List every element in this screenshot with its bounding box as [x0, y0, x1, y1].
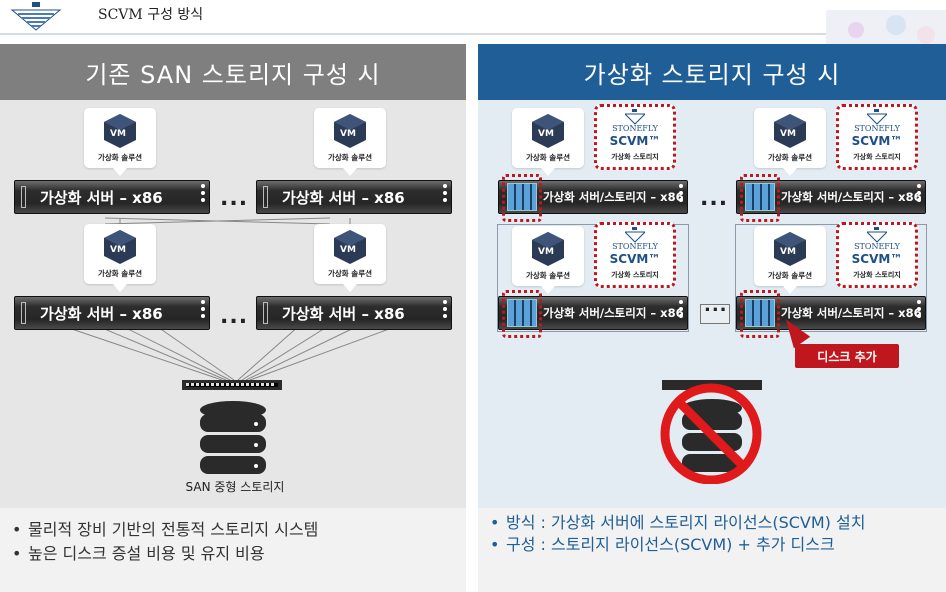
- disk-drive-icon: [507, 183, 537, 211]
- svg-text:VM: VM: [538, 247, 554, 257]
- vm-caption: 가상화 솔루션: [767, 271, 812, 280]
- stonefly-logo-icon: [625, 109, 645, 125]
- logo-icon: [10, 2, 62, 31]
- left-bullet-list: 물리적 장비 기반의 전통적 스토리지 시스템 높은 디스크 증설 비용 및 유…: [10, 518, 460, 566]
- disk-drive-icon: [745, 299, 775, 327]
- right-bullet-list: 방식 : 가상화 서버에 스토리지 라이선스(SCVM) 설치 구성 : 스토리…: [488, 512, 938, 556]
- ellipsis: ...: [220, 186, 249, 211]
- stonefly-logo-icon: [625, 227, 645, 243]
- vm-solution-icon: VM 가상화 솔루션: [512, 108, 584, 176]
- virtual-server-bar: 가상화 서버 – x86: [256, 296, 452, 330]
- scvm-name: SCVM™: [851, 134, 903, 148]
- scvm-name: SCVM™: [609, 252, 661, 266]
- virtual-server-bar: 가상화 서버 – x86: [256, 180, 452, 214]
- vm-solution-icon: VM 가상화 솔루션: [314, 224, 386, 292]
- scvm-name: SCVM™: [609, 134, 661, 148]
- bullet-item: 물리적 장비 기반의 전통적 스토리지 시스템: [10, 518, 460, 542]
- stonefly-logo-icon: [867, 109, 887, 125]
- svg-text:VM: VM: [340, 245, 356, 255]
- virtual-server-storage-bar: 가상화 서버/스토리지 – x86: [498, 180, 688, 214]
- san-storage-label: SAN 중형 스토리지: [185, 480, 285, 494]
- ellipsis: ...: [700, 186, 729, 211]
- server-label: 가상화 서버 – x86: [40, 188, 163, 207]
- scvm-brand: STONEFLY: [854, 242, 900, 251]
- right-panel-heading: 가상화 스토리지 구성 시: [478, 44, 946, 100]
- page-title: SCVM 구성 방식: [98, 7, 204, 23]
- scvm-license-card: STONEFLY SCVM™ 가상화 스토리지: [836, 104, 918, 170]
- header-divider: [0, 33, 946, 35]
- scvm-brand: STONEFLY: [612, 242, 658, 251]
- stonefly-logo-icon: [867, 227, 887, 243]
- vm-solution-icon: VM 가상화 솔루션: [84, 224, 156, 292]
- server-label: 가상화 서버 – x86: [40, 304, 163, 323]
- bullet-item: 방식 : 가상화 서버에 스토리지 라이선스(SCVM) 설치: [488, 512, 938, 534]
- storage-database-icon: [200, 401, 266, 474]
- vm-caption: 가상화 솔루션: [97, 269, 142, 278]
- scvm-brand: STONEFLY: [854, 124, 900, 133]
- decorative-pattern: [826, 10, 946, 50]
- vm-caption: 가상화 솔루션: [525, 271, 570, 280]
- virtual-server-bar: 가상화 서버 – x86: [14, 296, 210, 330]
- network-switch-icon: [182, 380, 282, 390]
- scvm-license-card: STONEFLY SCVM™ 가상화 스토리지: [594, 222, 676, 288]
- server-group-frame: [497, 224, 689, 332]
- svg-text:VM: VM: [340, 129, 356, 139]
- page-header: SCVM 구성 방식: [0, 0, 946, 50]
- vm-caption: 가상화 솔루션: [767, 153, 812, 162]
- svg-text:VM: VM: [780, 129, 796, 139]
- no-san-storage-icon: [660, 380, 762, 484]
- add-disk-badge: 디스크 추가: [795, 344, 899, 368]
- server-label: 가상화 서버/스토리지 – x86: [781, 306, 922, 320]
- vm-solution-icon: VM 가상화 솔루션: [754, 226, 826, 294]
- disk-highlight: [740, 174, 780, 222]
- svg-text:VM: VM: [538, 129, 554, 139]
- virtual-server-storage-bar: 가상화 서버/스토리지 – x86: [736, 180, 926, 214]
- vm-solution-icon: VM 가상화 솔루션: [314, 108, 386, 176]
- scvm-caption: 가상화 스토리지: [611, 271, 659, 279]
- disk-drive-icon: [507, 299, 537, 327]
- ellipsis: ...: [704, 295, 728, 316]
- bullet-item: 높은 디스크 증설 비용 및 유지 비용: [10, 542, 460, 566]
- vm-caption: 가상화 솔루션: [327, 269, 372, 278]
- vm-caption: 가상화 솔루션: [97, 153, 142, 162]
- scvm-caption: 가상화 스토리지: [853, 271, 901, 279]
- server-label: 가상화 서버 – x86: [282, 188, 405, 207]
- left-panel-heading: 기존 SAN 스토리지 구성 시: [0, 44, 466, 100]
- scvm-license-card: STONEFLY SCVM™ 가상화 스토리지: [594, 104, 676, 170]
- ellipsis-box: ...: [700, 295, 730, 324]
- bullet-item: 구성 : 스토리지 라이선스(SCVM) + 추가 디스크: [488, 534, 938, 556]
- svg-text:VM: VM: [110, 129, 126, 139]
- ellipsis: ...: [220, 304, 249, 329]
- vm-solution-icon: VM 가상화 솔루션: [512, 226, 584, 294]
- virtual-server-storage-bar: 가상화 서버/스토리지 – x86: [736, 296, 926, 330]
- scvm-caption: 가상화 스토리지: [611, 153, 659, 161]
- left-connectors: [59, 217, 401, 381]
- virtual-server-bar: 가상화 서버 – x86: [14, 180, 210, 214]
- scvm-brand: STONEFLY: [612, 124, 658, 133]
- vm-caption: 가상화 솔루션: [525, 153, 570, 162]
- svg-text:VM: VM: [780, 247, 796, 257]
- scvm-license-card: STONEFLY SCVM™ 가상화 스토리지: [836, 222, 918, 288]
- vm-solution-icon: VM 가상화 솔루션: [84, 108, 156, 176]
- disk-highlight: [740, 290, 780, 338]
- scvm-name: SCVM™: [851, 252, 903, 266]
- vm-solution-icon: VM 가상화 솔루션: [754, 108, 826, 176]
- server-label: 가상화 서버/스토리지 – x86: [781, 190, 922, 204]
- disk-drive-icon: [745, 183, 775, 211]
- svg-text:VM: VM: [110, 245, 126, 255]
- virtual-server-storage-bar: 가상화 서버/스토리지 – x86: [498, 296, 688, 330]
- server-label: 가상화 서버/스토리지 – x86: [543, 306, 684, 320]
- server-label: 가상화 서버 – x86: [282, 304, 405, 323]
- disk-highlight: [502, 174, 542, 222]
- server-label: 가상화 서버/스토리지 – x86: [543, 190, 684, 204]
- disk-highlight: [502, 290, 542, 338]
- vm-caption: 가상화 솔루션: [327, 153, 372, 162]
- scvm-caption: 가상화 스토리지: [853, 153, 901, 161]
- server-group-frame: [735, 224, 927, 332]
